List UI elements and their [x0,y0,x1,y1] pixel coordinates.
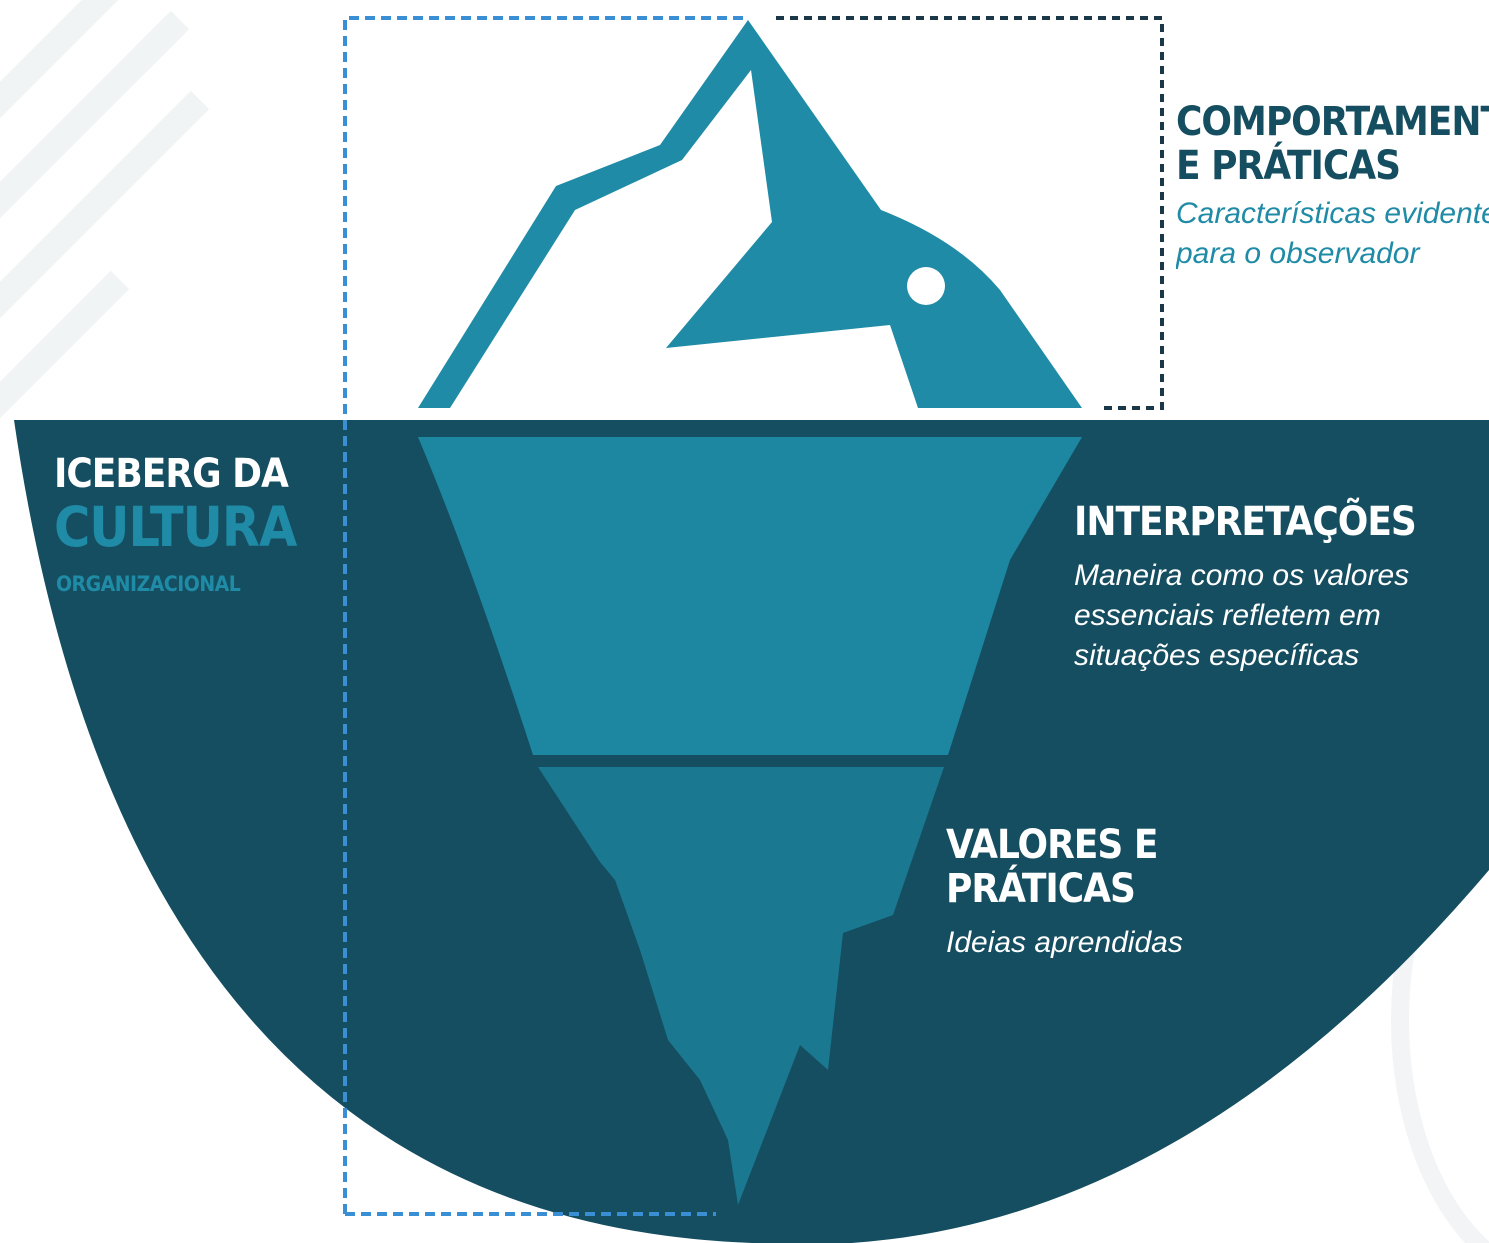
layer-1-desc-line-2: para o observador [1176,237,1420,270]
layer-1-desc-line-1: Características evidentes [1176,197,1489,230]
layer-2-heading: INTERPRETAÇÕES [1074,499,1417,545]
background-ring [1391,775,1489,1243]
layer-1-heading-line-1: COMPORTAMENTOS [1176,100,1489,145]
dashed-frame-dark [776,16,1164,410]
background-stripes [0,0,210,419]
title-line-2: CULTURA [54,495,297,559]
layer-1-block: COMPORTAMENTOS E PRÁTICAS Característica… [1176,100,1489,320]
dashed-frame-blue [343,16,746,1216]
layer-3-heading-line-1: VALORES E [946,822,1158,868]
title-line-1: ICEBERG DA [54,451,289,497]
iceberg-tip [418,20,1082,408]
iceberg-bottom-layer [538,767,944,1205]
layer-2-desc-line-2: essenciais refletem em [1074,599,1381,632]
layer-2-desc-line-3: situações específicas [1074,639,1360,672]
title-line-3: ORGANIZACIONAL [56,572,241,596]
layer-2-desc-line-1: Maneira como os valores [1074,559,1410,592]
layer-3-desc-line-1: Ideias aprendidas [946,926,1183,959]
iceberg-middle-layer [418,437,1082,755]
iceberg-snow-dot [907,267,945,305]
layer-3-block: VALORES E PRÁTICAS Ideias aprendidas [946,823,1183,963]
layer-2-block: INTERPRETAÇÕES Maneira como os valores e… [1074,499,1417,676]
layer-1-heading-line-2: E PRÁTICAS [1176,143,1401,189]
layer-3-heading-line-2: PRÁTICAS [946,866,1136,912]
